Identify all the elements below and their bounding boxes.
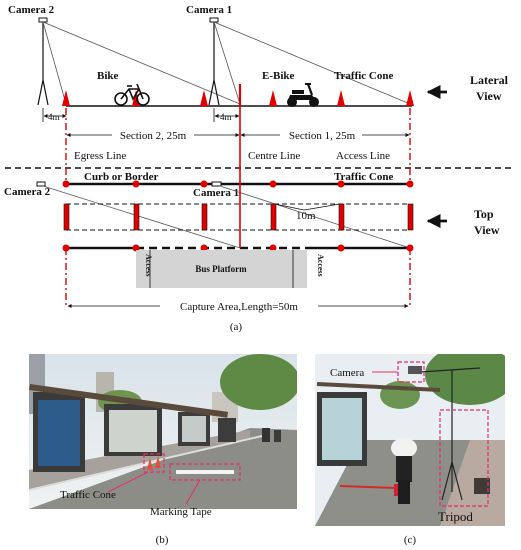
dist-10m-label: 10m <box>296 210 316 222</box>
ebike-label: E-Bike <box>262 70 295 82</box>
camera-1-label: Camera 1 <box>186 4 232 16</box>
traffic-cone-top-label: Traffic Cone <box>334 171 393 183</box>
tripod-1-icon <box>208 79 220 106</box>
bus-platform-label: Bus Platform <box>195 264 247 274</box>
caption-c: (c) <box>404 534 417 546</box>
caption-b: (b) <box>156 534 169 546</box>
dist-4m-left: 4m <box>48 112 60 122</box>
caption-a: (a) <box>230 321 243 333</box>
lateral-view-label-2: View <box>476 89 502 103</box>
access-line-label: Access Line <box>336 150 390 162</box>
bike-label: Bike <box>97 70 119 82</box>
lateral-view-label-1: Lateral <box>470 73 509 87</box>
camera-1-icon <box>209 17 219 23</box>
lateral-view: Camera 2 Camera 1 Bike <box>8 4 509 162</box>
section-lines <box>65 108 411 305</box>
tripod-photo-label: Tripod <box>438 509 473 524</box>
tripod-2-icon <box>37 79 49 106</box>
marking-tape-box <box>169 463 241 481</box>
centre-line-label: Centre Line <box>248 150 300 162</box>
ebike-icon <box>287 83 319 107</box>
section-2-label: Section 2, 25m <box>120 130 187 142</box>
top-view-label-1: Top <box>474 207 494 221</box>
marking-tape-photo-label: Marking Tape <box>150 506 212 518</box>
curb-label: Curb or Border <box>84 171 158 183</box>
camera-2-icon <box>38 17 48 23</box>
bus-platform <box>136 250 307 288</box>
camera-2-label: Camera 2 <box>8 4 55 16</box>
dist-4m-mid: 4m <box>220 112 232 122</box>
photo-c: Camera Tripod (c) <box>315 354 505 546</box>
traffic-cone-label-lateral: Traffic Cone <box>334 70 393 82</box>
traffic-cone-photo-label: Traffic Cone <box>60 489 116 501</box>
section-1-label: Section 1, 25m <box>289 130 356 142</box>
camera-2-top-label: Camera 2 <box>4 186 51 198</box>
bicycle-icon <box>114 83 150 106</box>
capture-area-label: Capture Area,Length=50m <box>180 301 298 313</box>
top-view-label-2: View <box>474 223 500 237</box>
traffic-cone-box <box>143 453 165 473</box>
top-view: Camera 2 Curb or Border Traffic Cone Cam… <box>4 106 500 333</box>
photo-b: Traffic Cone Marking Tape (b) <box>29 354 297 546</box>
access-right-label: Access <box>316 254 325 277</box>
tripod-box <box>439 409 489 507</box>
camera-1-top-label: Camera 1 <box>193 187 239 199</box>
camera-photo-label: Camera <box>330 367 364 379</box>
camera-1-top-icon <box>211 181 222 187</box>
lateral-markers <box>62 90 414 106</box>
camera-2-top-icon <box>36 181 46 187</box>
access-left-label: Access <box>144 254 153 277</box>
top-markers <box>63 203 414 231</box>
egress-line-label: Egress Line <box>74 150 126 162</box>
